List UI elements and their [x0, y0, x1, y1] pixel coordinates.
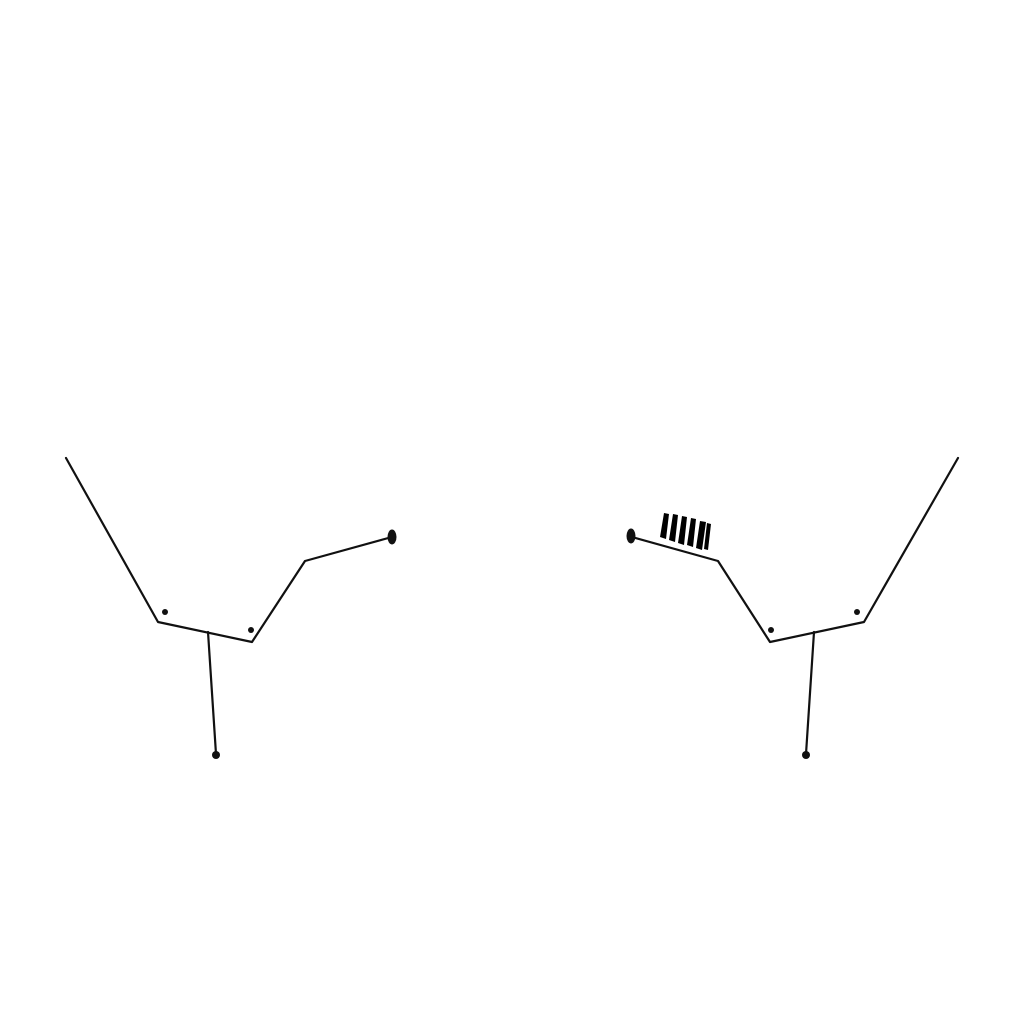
toothbrush-bristle-1 — [660, 513, 669, 539]
left-figure-eye-dot-2 — [248, 627, 254, 633]
right-stick-figure — [626, 456, 960, 759]
toothbrush-bristle-6 — [704, 523, 711, 550]
right-figure-eye-dot-1 — [854, 609, 860, 615]
toothbrush-bristle-4 — [687, 518, 696, 547]
right-figure-foot-dot — [802, 751, 810, 759]
toothbrush-bristle-3 — [678, 516, 687, 545]
toothbrush-icon — [660, 513, 711, 550]
left-figure-hand-dot — [387, 529, 397, 545]
right-figure-leg-line — [804, 630, 816, 756]
right-figure-eye-dot-2 — [768, 627, 774, 633]
left-figure-eye-dot-1 — [162, 609, 168, 615]
right-figure-body-line — [630, 456, 960, 644]
left-figure-foot-dot — [212, 751, 220, 759]
left-figure-leg-line — [206, 630, 218, 756]
right-figure-hand-dot — [626, 528, 636, 544]
left-stick-figure — [64, 456, 397, 759]
left-figure-body-line — [64, 456, 394, 644]
toothbrush-bristle-5 — [696, 521, 706, 550]
toothbrush-bristle-2 — [669, 514, 678, 542]
